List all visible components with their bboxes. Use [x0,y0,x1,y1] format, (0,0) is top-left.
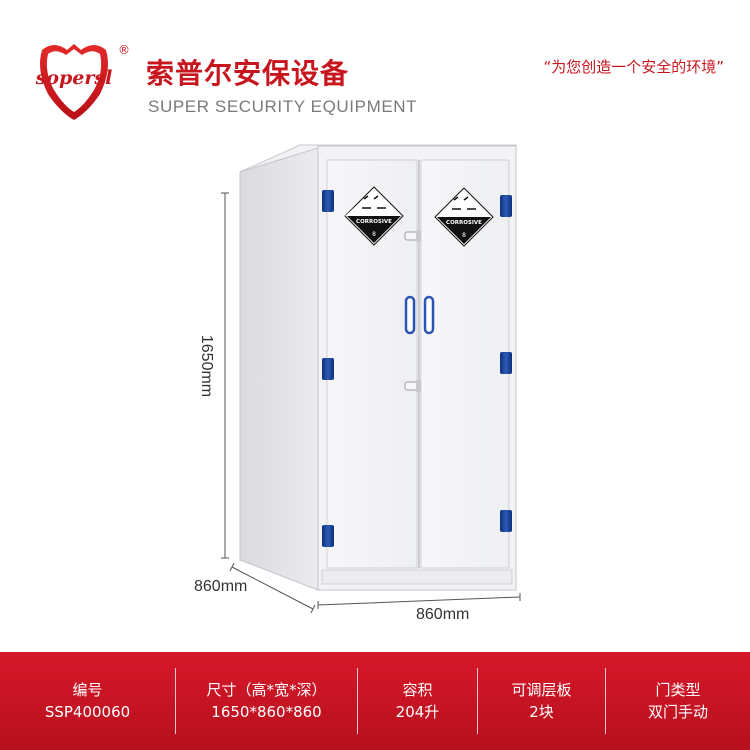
hinge-icon [322,358,334,380]
corrosive-label-right: CORROSIVE 8 [434,187,494,247]
spec-label: 门类型 [655,681,701,699]
product-illustration: CORROSIVE 8 CORROSIVE 8 [221,144,521,614]
spec-label: 容积 [402,681,433,699]
hinge-icon [322,525,334,547]
registered-mark: ® [118,43,130,57]
latch-icon [404,230,421,242]
hazard-class: 8 [462,232,466,239]
width-dimension-label: 860mm [416,606,470,623]
spec-value: 1650*860*860 [211,703,322,721]
depth-dimension-line [229,562,316,614]
depth-dimension-label: 860mm [194,578,248,595]
spec-label: 尺寸（高*宽*深） [206,681,327,699]
height-dimension-line [221,192,229,559]
hinge-icon [500,510,512,532]
spec-value: 双门手动 [647,703,708,721]
spec-bar: 编号 SSP400060 尺寸（高*宽*深） 1650*860*860 容积 2… [0,652,750,750]
spec-item-size: 尺寸（高*宽*深） 1650*860*860 [176,668,358,734]
spec-item-capacity: 容积 204升 [358,668,478,734]
corrosive-label-left: CORROSIVE 8 [344,186,404,246]
spec-value: SSP400060 [44,703,131,721]
latch-icon [404,380,421,392]
brand-name: 索普尔安保设备 [146,57,350,90]
hinge-icon [500,195,512,217]
brand-logo: sopersl ® [35,43,130,120]
spec-label: 可调层板 [511,681,572,699]
spec-label: 编号 [72,681,103,699]
hinge-icon [322,190,334,212]
right-door-handle [423,295,435,335]
hazard-text: CORROSIVE [446,220,482,226]
logo-wordmark: sopersl [35,67,113,89]
cabinet-side [239,147,319,591]
spec-item-code: 编号 SSP400060 [0,668,176,734]
hazard-class: 8 [372,231,376,238]
brand-subtitle: SUPER SECURITY EQUIPMENT [148,97,418,116]
height-dimension-label: 1650mm [198,334,215,398]
cabinet-base [321,569,513,585]
left-door-handle [404,295,416,335]
spec-value: 2块 [529,703,554,721]
spec-item-shelves: 可调层板 2块 [478,668,606,734]
hinge-icon [500,352,512,374]
hazard-text: CORROSIVE [356,219,392,225]
slogan: “为您创造一个安全的环境” [543,58,724,76]
corrosion-symbol-icon [362,195,386,209]
width-dimension-line [317,593,521,609]
cabinet: CORROSIVE 8 CORROSIVE 8 [239,144,517,591]
corrosion-symbol-icon [452,196,476,210]
spec-item-door-type: 门类型 双门手动 [606,668,750,734]
spec-value: 204升 [395,703,440,721]
